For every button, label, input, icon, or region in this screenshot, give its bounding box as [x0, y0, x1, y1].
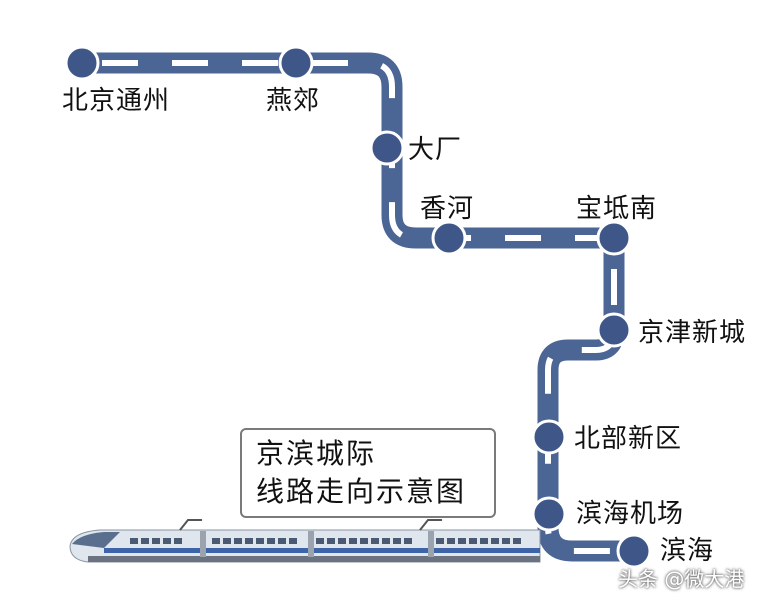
station-marker-beijing-tongzhou [64, 45, 100, 81]
train-window [513, 538, 521, 544]
station-label-xianghe: 香河 [420, 194, 475, 224]
train-window [360, 538, 368, 544]
station-marker-xianghe [431, 220, 467, 256]
station-marker-baodinan [596, 220, 632, 256]
train-car-gap [200, 531, 206, 557]
train-window [163, 538, 171, 544]
legend-box: 京滨城际 线路走向示意图 [240, 428, 496, 518]
high-speed-train-icon [69, 519, 541, 563]
legend-title-line1: 京滨城际 [256, 437, 377, 470]
train-window [502, 538, 510, 544]
station-marker-jingjin-xincheng [596, 312, 632, 348]
train-window [469, 538, 477, 544]
station-markers [64, 45, 652, 569]
train-window [223, 538, 231, 544]
train-window [174, 538, 182, 544]
train-window [212, 538, 220, 544]
station-label-binhai-jichang: 滨海机场 [576, 499, 685, 529]
train-window [491, 538, 499, 544]
train-pantograph [419, 519, 442, 531]
train-window [289, 538, 297, 544]
train-stripe [104, 548, 540, 553]
station-marker-yanjiao [278, 45, 314, 81]
train-window [234, 538, 242, 544]
train-window [267, 538, 275, 544]
station-label-binhai: 滨海 [660, 536, 715, 566]
train-pantograph [179, 519, 202, 531]
station-label-beibu-xinqu: 北部新区 [574, 424, 683, 454]
station-marker-binhai-jichang [531, 496, 567, 532]
train-window [349, 538, 357, 544]
train-window [393, 538, 401, 544]
train-window [480, 538, 488, 544]
train-window [338, 538, 346, 544]
station-label-jingjin-xincheng: 京津新城 [638, 318, 747, 348]
watermark-text: 头条 @微大港 [618, 567, 745, 591]
station-label-baodinan: 宝坻南 [576, 194, 658, 224]
train-window [152, 538, 160, 544]
station-marker-dachang [369, 130, 405, 166]
train-body [69, 529, 541, 563]
train-window [256, 538, 264, 544]
train-window [458, 538, 466, 544]
train-window [316, 538, 324, 544]
train-window [436, 538, 444, 544]
train-window [382, 538, 390, 544]
station-label-dachang: 大厂 [408, 135, 463, 165]
train-window [327, 538, 335, 544]
train-nose-window [72, 532, 120, 548]
station-marker-binhai [616, 533, 652, 569]
train-window [245, 538, 253, 544]
station-label-beijing-tongzhou: 北京通州 [62, 86, 171, 116]
station-marker-beibu-xinqu [531, 419, 567, 455]
train-window [404, 538, 412, 544]
train-car-gap [308, 531, 314, 557]
train-car-gap [428, 531, 434, 557]
train-window [141, 538, 149, 544]
station-label-yanjiao: 燕郊 [266, 86, 321, 116]
train-window [371, 538, 379, 544]
train-underframe [88, 556, 540, 562]
legend-title-line2: 线路走向示意图 [256, 475, 467, 508]
train-window [447, 538, 455, 544]
train-window [130, 538, 138, 544]
train-window [278, 538, 286, 544]
